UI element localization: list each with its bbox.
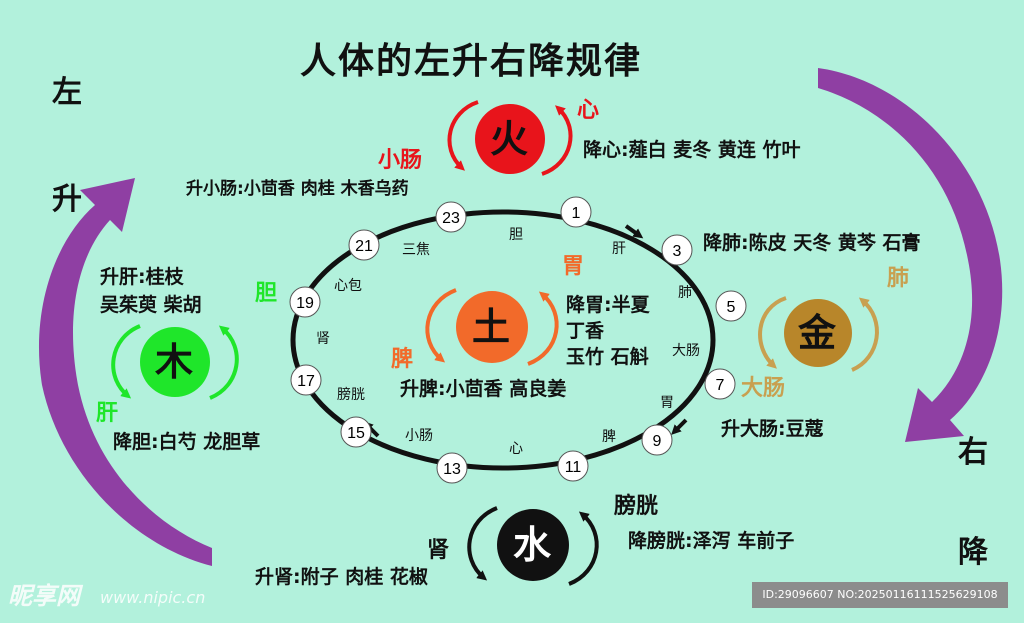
hour-node: 17	[290, 364, 322, 396]
metal-cycle-arrow-right	[851, 297, 879, 372]
fire-element	[475, 104, 545, 174]
earth-cycle-arrow-left	[425, 288, 457, 363]
herb-descend-bladder: 降膀胱:泽泻 车前子	[628, 530, 795, 552]
meridian-liver: 肝	[612, 241, 626, 257]
herb-descend-gallbladder: 降胆:白芍 龙胆草	[113, 431, 261, 453]
clock-arrow-lower-right	[671, 418, 688, 435]
svg-text:19: 19	[296, 295, 314, 312]
diagram-title: 人体的左升右降规律	[300, 41, 643, 82]
image-id-badge: ID:29096607 NO:20250116111525629108	[752, 582, 1008, 608]
hour-node: 21	[348, 229, 380, 261]
left-label: 左	[52, 75, 82, 110]
left-rise-arrow	[38, 178, 213, 566]
herb-raise-liver-1: 升肝:桂枝	[100, 266, 184, 288]
liver-label: 肝	[96, 401, 119, 426]
fire-glyph: 火	[490, 117, 529, 161]
rise-label: 升	[52, 182, 82, 217]
earth-glyph: 土	[472, 305, 511, 349]
earth-element	[456, 291, 528, 363]
wood-element	[140, 327, 210, 397]
meridian-kidney: 肾	[316, 331, 330, 347]
meridian-heart: 心	[509, 441, 523, 457]
hour-node: 15	[340, 416, 372, 448]
svg-text:5: 5	[727, 299, 736, 316]
svg-text:15: 15	[347, 425, 365, 442]
stomach-label: 胃	[562, 254, 585, 279]
herb-raise-kidney: 升肾:附子 肉桂 花椒	[255, 566, 428, 588]
hour-node: 7	[704, 368, 736, 400]
meridian-lung: 肺	[678, 285, 692, 301]
meridian-small-intestine: 小肠	[405, 428, 433, 444]
gallbladder-label: 胆	[255, 281, 278, 306]
watermark-url: www.nipic.cn	[100, 588, 206, 607]
water-element	[497, 509, 569, 581]
fire-cycle-arrow-right	[541, 105, 573, 176]
large-intestine-label: 大肠	[741, 376, 786, 401]
hour-node: 1	[560, 196, 592, 228]
water-glyph: 水	[513, 523, 552, 567]
herb-descend-stomach-1: 降胃:半夏	[566, 294, 650, 316]
spleen-label: 脾	[391, 347, 414, 372]
metal-cycle-arrow-left	[758, 296, 787, 369]
clock-arrow-upper-right	[624, 224, 644, 239]
herb-descend-heart: 降心:薤白 麦冬 黄连 竹叶	[583, 139, 801, 161]
meridian-pericardium: 心包	[334, 278, 362, 294]
heart-label: 心	[577, 98, 600, 123]
meridian-gallbladder: 胆	[509, 227, 523, 243]
meridian-stomach: 胃	[660, 395, 674, 411]
hour-node: 3	[661, 234, 693, 266]
herb-descend-stomach-3: 玉竹 石斛	[566, 346, 649, 368]
water-cycle-arrow-left	[467, 506, 498, 581]
fire-cycle-arrow-left	[447, 100, 479, 171]
wood-cycle-arrow-left	[111, 324, 141, 399]
earth-cycle-arrow-right	[527, 291, 559, 366]
herb-descend-stomach-2: 丁香	[566, 320, 605, 342]
svg-text:11: 11	[565, 459, 582, 476]
right-label: 右	[958, 435, 988, 470]
right-fall-arrow	[818, 68, 1003, 442]
hour-node: 11	[557, 450, 589, 482]
meridian-spleen: 脾	[602, 429, 616, 445]
svg-text:23: 23	[442, 210, 460, 227]
svg-text:17: 17	[297, 373, 315, 390]
svg-text:7: 7	[716, 377, 725, 394]
herb-raise-liver-2: 吴茱萸 柴胡	[100, 294, 202, 316]
svg-text:3: 3	[673, 243, 682, 260]
meridian-clock-ring	[290, 209, 716, 471]
hour-node: 9	[641, 424, 673, 456]
fall-label: 降	[958, 535, 988, 570]
herb-descend-lung: 降肺:陈皮 天冬 黄芩 石膏	[703, 232, 921, 254]
meridian-bladder: 膀胱	[337, 387, 365, 403]
meridian-large-intestine: 大肠	[672, 343, 700, 359]
bladder-label: 膀胱	[614, 494, 659, 519]
herb-raise-small-intestine: 升小肠:小茴香 肉桂 木香乌药	[186, 179, 409, 199]
wood-cycle-arrow-right	[209, 325, 239, 400]
watermark-logo: 昵享网	[8, 582, 80, 610]
hour-node: 13	[436, 452, 468, 484]
svg-text:21: 21	[355, 238, 373, 255]
wood-glyph: 木	[155, 340, 194, 384]
meridian-triple-burner: 三焦	[402, 242, 430, 258]
hour-node: 19	[289, 286, 321, 318]
water-cycle-arrow-right	[568, 511, 599, 586]
metal-glyph: 金	[798, 311, 837, 355]
herb-raise-spleen: 升脾:小茴香 高良姜	[400, 378, 567, 400]
hour-node: 23	[435, 201, 467, 233]
svg-text:1: 1	[572, 205, 581, 222]
lung-label: 肺	[887, 266, 910, 291]
svg-text:9: 9	[653, 433, 662, 450]
hour-node: 5	[715, 290, 747, 322]
small-intestine-label: 小肠	[378, 148, 423, 173]
kidney-label: 肾	[427, 538, 450, 563]
svg-text:13: 13	[443, 461, 461, 478]
metal-element	[784, 299, 852, 367]
herb-raise-large-intestine: 升大肠:豆蔻	[721, 418, 824, 440]
